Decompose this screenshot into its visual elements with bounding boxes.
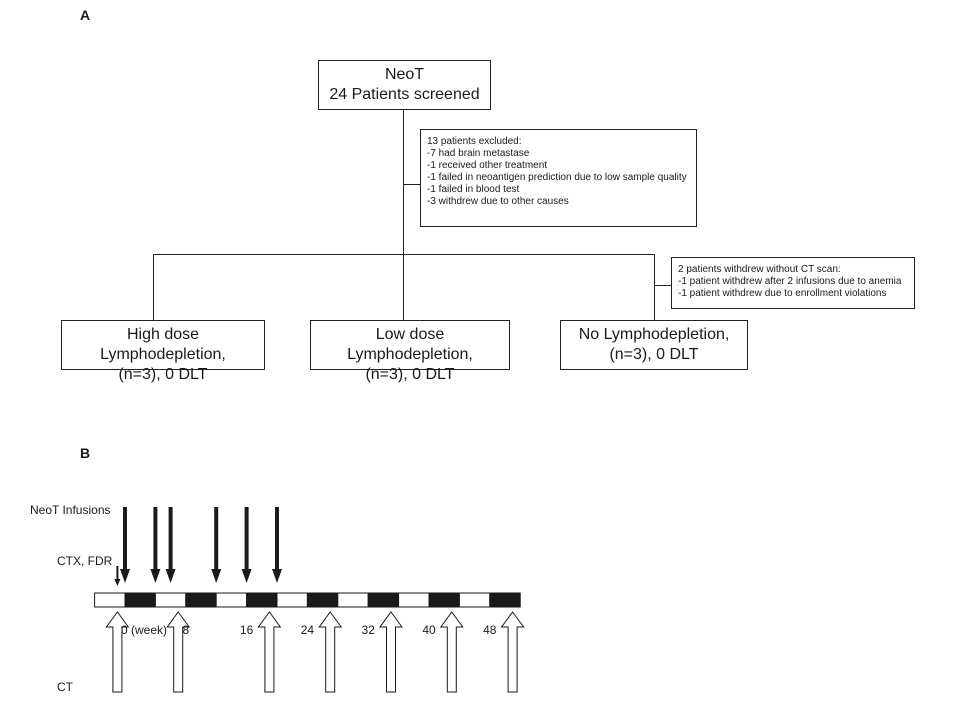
infusion-arrow-shaft <box>244 507 249 571</box>
tick-label: 48 <box>483 623 497 637</box>
ct-row-label: CT <box>57 680 73 694</box>
ctx-row-label: CTX, FDR <box>57 554 113 568</box>
infusion-arrow-shaft <box>275 507 279 571</box>
infusion-arrow-icon <box>120 569 130 583</box>
arm-title: Low dose Lymphodepletion, <box>347 326 473 363</box>
timeline-segment <box>154 592 187 608</box>
timeline-segment <box>337 592 369 608</box>
infusion-arrow-icon <box>241 569 252 583</box>
arm-none-box: No Lymphodepletion, (n=3), 0 DLT <box>560 320 748 370</box>
withdrew-box: 2 patients withdrew without CT scan: -1 … <box>671 257 915 309</box>
timeline-segment <box>489 592 521 608</box>
excluded-item: -7 had brain metastase <box>427 148 530 159</box>
ct-arrow-icon <box>105 611 130 693</box>
arm-low-dose-box: Low dose Lymphodepletion, (n=3), 0 DLT <box>310 320 510 383</box>
trunk-line <box>403 110 404 254</box>
infusion-arrow-shaft <box>123 507 127 571</box>
timeline-segment <box>306 592 339 608</box>
screened-count: 24 Patients screened <box>329 86 480 103</box>
withdrew-item: -1 patient withdrew due to enrollment vi… <box>678 288 887 299</box>
panel-a-label: A <box>80 7 91 23</box>
ct-arrow-icon <box>439 611 464 693</box>
ctx-arrow-shaft <box>116 566 119 581</box>
timeline-segment <box>246 592 278 608</box>
excluded-connector <box>403 184 420 185</box>
arm-title: High dose Lymphodepletion, <box>100 326 226 363</box>
arm-count: (n=3), 0 DLT <box>365 366 455 383</box>
panel-b-label: B <box>80 445 91 461</box>
timeline-segment <box>398 592 430 608</box>
infusion-arrow-shaft <box>168 507 173 571</box>
branch-right <box>654 254 655 320</box>
ct-arrow-icon <box>166 611 191 693</box>
ct-arrow-icon <box>318 611 343 693</box>
infusion-arrow-shaft <box>153 507 158 571</box>
screened-box: NeoT 24 Patients screened <box>318 60 491 110</box>
infusion-arrow-icon <box>150 569 161 583</box>
infusion-arrow-icon <box>272 569 282 583</box>
ct-arrow-icon <box>379 611 403 693</box>
excluded-item: -3 withdrew due to other causes <box>427 196 569 207</box>
branch-left <box>153 254 154 320</box>
infusion-arrow-icon <box>211 569 222 583</box>
excluded-item: -1 received other treatment <box>427 160 548 171</box>
timeline-segment <box>185 592 217 608</box>
withdrew-item: -1 patient withdrew after 2 infusions du… <box>678 276 902 287</box>
excluded-title: 13 patients excluded: <box>427 136 522 147</box>
timeline-segment <box>458 592 491 608</box>
arm-title: No Lymphodepletion, <box>578 326 730 343</box>
timeline-segment <box>367 592 400 608</box>
tick-label: 16 <box>240 623 254 637</box>
ctx-arrow-icon <box>114 579 121 586</box>
tick-label: 0 (week) <box>121 623 167 637</box>
excluded-item: -1 failed in neoantigen prediction due t… <box>427 172 687 183</box>
timeline-segment <box>124 592 156 608</box>
withdrew-title: 2 patients withdrew without CT scan: <box>678 264 841 275</box>
withdrew-connector <box>654 285 671 286</box>
arm-count: (n=3), 0 DLT <box>118 366 208 383</box>
timeline-segment <box>215 592 248 608</box>
timeline-segment <box>94 592 126 608</box>
tick-label: 8 <box>182 623 189 637</box>
ct-arrow-icon <box>500 611 525 693</box>
tick-label: 40 <box>422 623 436 637</box>
infusion-arrow-shaft <box>214 507 219 571</box>
tick-label: 24 <box>301 623 315 637</box>
infusion-arrow-icon <box>165 569 176 583</box>
excluded-box: 13 patients excluded: -7 had brain metas… <box>420 129 697 227</box>
timeline-segment <box>428 592 460 608</box>
arm-high-dose-box: High dose Lymphodepletion, (n=3), 0 DLT <box>61 320 265 383</box>
branch-middle <box>403 254 404 320</box>
excluded-item: -1 failed in blood test <box>427 184 520 195</box>
timeline-segment <box>276 592 308 608</box>
tick-label: 32 <box>362 623 376 637</box>
branch-line <box>153 254 655 255</box>
screened-title: NeoT <box>384 66 425 83</box>
ct-arrow-icon <box>257 611 282 693</box>
arm-count: (n=3), 0 DLT <box>609 346 699 363</box>
infusions-row-label: NeoT Infusions <box>30 503 111 517</box>
